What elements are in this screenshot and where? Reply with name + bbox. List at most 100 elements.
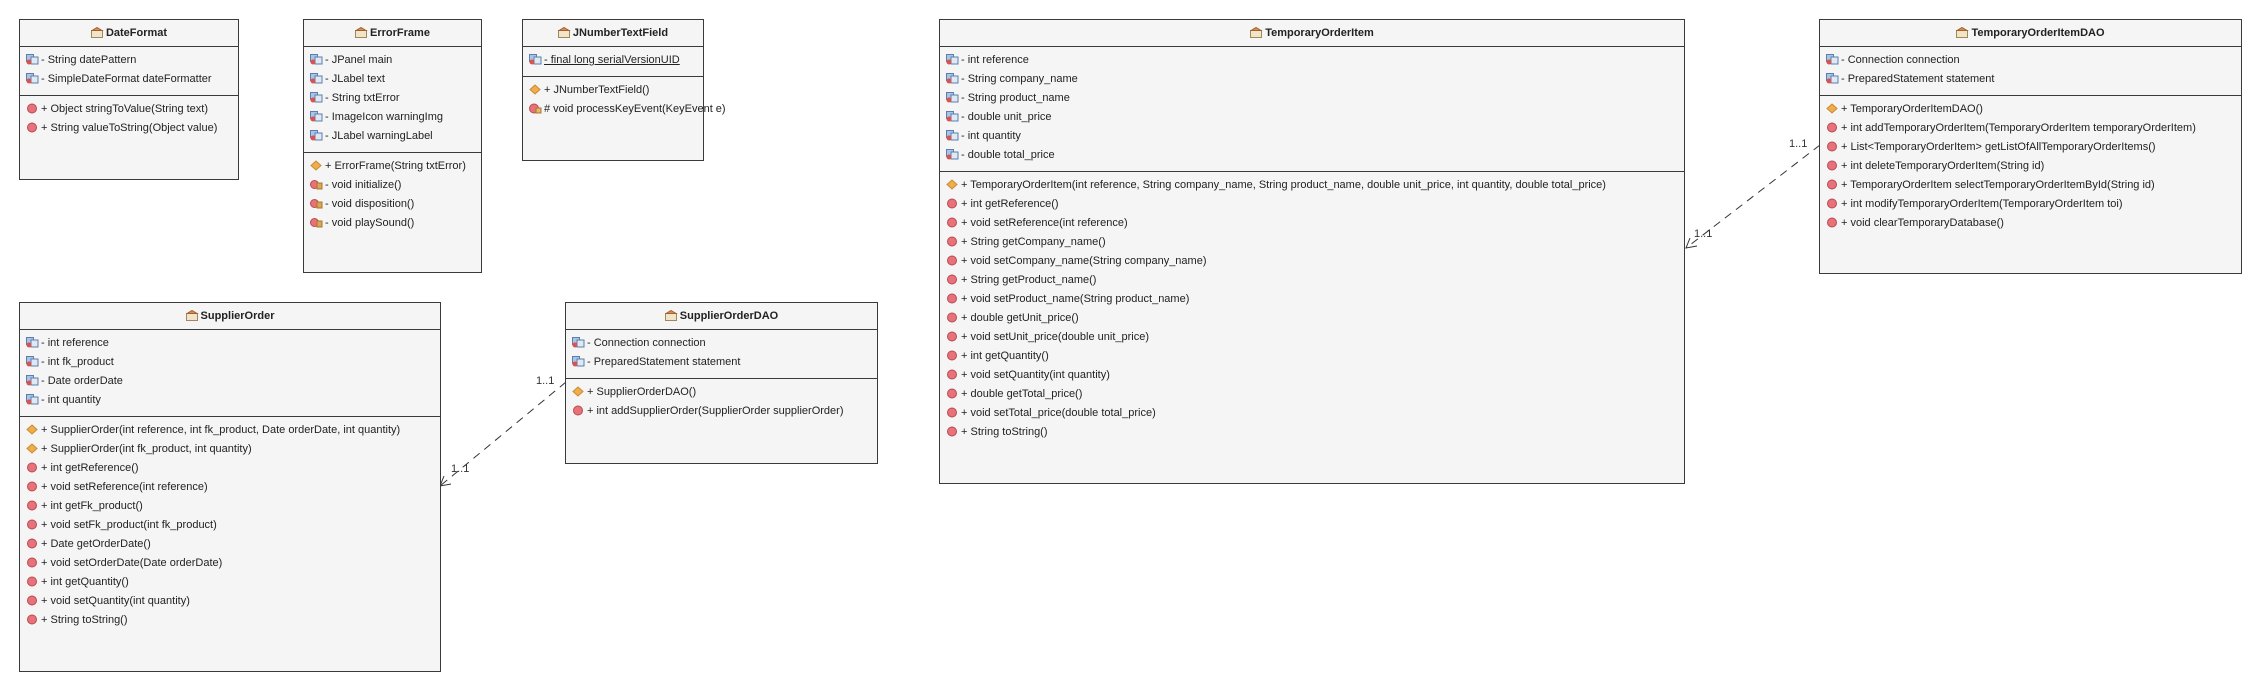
method-row[interactable]: + JNumberTextField(): [523, 81, 703, 100]
class-name-text: TemporaryOrderItemDAO: [1971, 27, 2105, 39]
method-row[interactable]: + int getReference(): [20, 459, 440, 478]
association-arrowhead: [1685, 237, 1698, 249]
attribute-row[interactable]: - Date orderDate: [20, 372, 440, 391]
class-supplierorderdao[interactable]: SupplierOrderDAO- Connection connection-…: [565, 302, 878, 464]
method-row[interactable]: - void playSound(): [304, 214, 481, 233]
method-row[interactable]: + String toString(): [20, 611, 440, 630]
method-row[interactable]: + void setTotal_price(double total_price…: [940, 404, 1684, 423]
attribute-row[interactable]: - String txtError: [304, 89, 481, 108]
class-errorframe[interactable]: ErrorFrame - JPanel main - JLabel text - St…: [303, 19, 482, 273]
attribute-text: - JPanel main: [325, 54, 393, 66]
method-text: + Date getOrderDate(): [41, 538, 151, 550]
class-dateformat[interactable]: DateFormat- String datePattern- SimpleDa…: [19, 19, 239, 180]
method-icon: [946, 292, 959, 304]
class-jnumbertextfield[interactable]: JNumberTextField - final long serialVersi…: [522, 19, 726, 161]
method-text: # void processKeyEvent(KeyEvent e): [544, 103, 726, 115]
method-row[interactable]: + SupplierOrder(int reference, int fk_pr…: [20, 421, 440, 440]
method-text: + void setTotal_price(double total_price…: [961, 407, 1156, 419]
class-name-text: JNumberTextField: [572, 27, 669, 39]
attribute-text: - String datePattern: [41, 54, 137, 66]
method-row[interactable]: + void setReference(int reference): [20, 478, 440, 497]
method-row[interactable]: + TemporaryOrderItem(int reference, Stri…: [940, 176, 1684, 195]
attribute-row[interactable]: - String datePattern: [20, 51, 238, 70]
method-text: + int addTemporaryOrderItem(TemporaryOrd…: [1841, 122, 2196, 134]
methods-section: + JNumberTextField() # void processKeyEve…: [523, 77, 726, 125]
method-row[interactable]: - void initialize(): [304, 176, 481, 195]
attribute-row[interactable]: - ImageIcon warningImg: [304, 108, 481, 127]
method-row[interactable]: + int deleteTemporaryOrderItem(String id…: [1820, 157, 2241, 176]
class-supplierorder[interactable]: SupplierOrder- int reference- int fk_pro…: [19, 302, 441, 672]
method-row[interactable]: + TemporaryOrderItem selectTemporaryOrde…: [1820, 176, 2241, 195]
attribute-row[interactable]: - SimpleDateFormat dateFormatter: [20, 70, 238, 89]
attribute-row[interactable]: - Connection connection: [1820, 51, 2241, 70]
class-name: ErrorFrame: [304, 20, 481, 47]
attribute-row[interactable]: - double total_price: [940, 146, 1684, 165]
method-row[interactable]: + void setFk_product(int fk_product): [20, 516, 440, 535]
method-row[interactable]: + Date getOrderDate(): [20, 535, 440, 554]
method-icon: [946, 406, 959, 418]
attribute-row[interactable]: - String product_name: [940, 89, 1684, 108]
methods-section: + ErrorFrame(String txtError)- void init…: [304, 153, 481, 239]
method-row[interactable]: + double getUnit_price(): [940, 309, 1684, 328]
method-text: + double getTotal_price(): [961, 388, 1083, 400]
method-row[interactable]: + Object stringToValue(String text): [20, 100, 238, 119]
method-text: + String toString(): [961, 426, 1048, 438]
method-row[interactable]: + int getQuantity(): [20, 573, 440, 592]
method-row[interactable]: + String getCompany_name(): [940, 233, 1684, 252]
method-row[interactable]: + void setUnit_price(double unit_price): [940, 328, 1684, 347]
attribute-row[interactable]: - int quantity: [20, 391, 440, 410]
method-row[interactable]: + int addTemporaryOrderItem(TemporaryOrd…: [1820, 119, 2241, 138]
method-row[interactable]: + void setReference(int reference): [940, 214, 1684, 233]
method-row[interactable]: + void setQuantity(int quantity): [20, 592, 440, 611]
method-row[interactable]: + void setCompany_name(String company_na…: [940, 252, 1684, 271]
methods-section: + Object stringToValue(String text)+ Str…: [20, 96, 238, 144]
method-row[interactable]: + String toString(): [940, 423, 1684, 442]
attribute-row[interactable]: - JLabel text: [304, 70, 481, 89]
method-row[interactable]: + int modifyTemporaryOrderItem(Temporary…: [1820, 195, 2241, 214]
attribute-row[interactable]: - JLabel warningLabel: [304, 127, 481, 146]
method-icon: [26, 594, 39, 606]
attribute-row[interactable]: - int fk_product: [20, 353, 440, 372]
method-row[interactable]: + SupplierOrderDAO(): [566, 383, 877, 402]
method-text: + int getQuantity(): [961, 350, 1049, 362]
class-temporaryorderitemdao[interactable]: TemporaryOrderItemDAO - Connection connec…: [1819, 19, 2242, 274]
attribute-row[interactable]: - PreparedStatement statement: [566, 353, 877, 372]
field-icon: [26, 336, 39, 348]
attribute-row[interactable]: - JPanel main: [304, 51, 481, 70]
method-row[interactable]: + int addSupplierOrder(SupplierOrder sup…: [566, 402, 877, 421]
method-row[interactable]: + void clearTemporaryDatabase(): [1820, 214, 2241, 233]
method-text: + int getFk_product(): [41, 500, 143, 512]
method-row[interactable]: + String getProduct_name(): [940, 271, 1684, 290]
attribute-row[interactable]: - int quantity: [940, 127, 1684, 146]
attribute-row[interactable]: - int reference: [20, 334, 440, 353]
attribute-row[interactable]: - Connection connection: [566, 334, 877, 353]
method-row[interactable]: + int getQuantity(): [940, 347, 1684, 366]
class-icon: [1955, 22, 1970, 38]
field-icon: [1826, 72, 1839, 84]
attribute-row[interactable]: - String company_name: [940, 70, 1684, 89]
method-row[interactable]: + SupplierOrder(int fk_product, int quan…: [20, 440, 440, 459]
attribute-row[interactable]: - PreparedStatement statement: [1820, 70, 2241, 89]
class-temporaryorderitem[interactable]: TemporaryOrderItem- int reference- Strin…: [939, 19, 1685, 484]
method-row[interactable]: + String valueToString(Object value): [20, 119, 238, 138]
method-row[interactable]: + TemporaryOrderItemDAO(): [1820, 100, 2241, 119]
attribute-row[interactable]: - double unit_price: [940, 108, 1684, 127]
method-row[interactable]: + int getReference(): [940, 195, 1684, 214]
method-icon: [946, 330, 959, 342]
method-row[interactable]: + ErrorFrame(String txtError): [304, 157, 481, 176]
method-row[interactable]: + double getTotal_price(): [940, 385, 1684, 404]
attribute-text: - String product_name: [961, 92, 1070, 104]
method-row[interactable]: + List<TemporaryOrderItem> getListOfAllT…: [1820, 138, 2241, 157]
method-row[interactable]: + int getFk_product(): [20, 497, 440, 516]
method-text: + int deleteTemporaryOrderItem(String id…: [1841, 160, 2045, 172]
attribute-row[interactable]: - int reference: [940, 51, 1684, 70]
method-row[interactable]: + void setQuantity(int quantity): [940, 366, 1684, 385]
method-row[interactable]: + void setOrderDate(Date orderDate): [20, 554, 440, 573]
attribute-row[interactable]: - final long serialVersionUID: [523, 51, 703, 70]
field-icon: [310, 129, 323, 141]
method-icon: [26, 121, 39, 133]
method-row[interactable]: + void setProduct_name(String product_na…: [940, 290, 1684, 309]
method-row[interactable]: # void processKeyEvent(KeyEvent e): [523, 100, 726, 119]
method-row[interactable]: - void disposition(): [304, 195, 481, 214]
attribute-text: - String txtError: [325, 92, 400, 104]
